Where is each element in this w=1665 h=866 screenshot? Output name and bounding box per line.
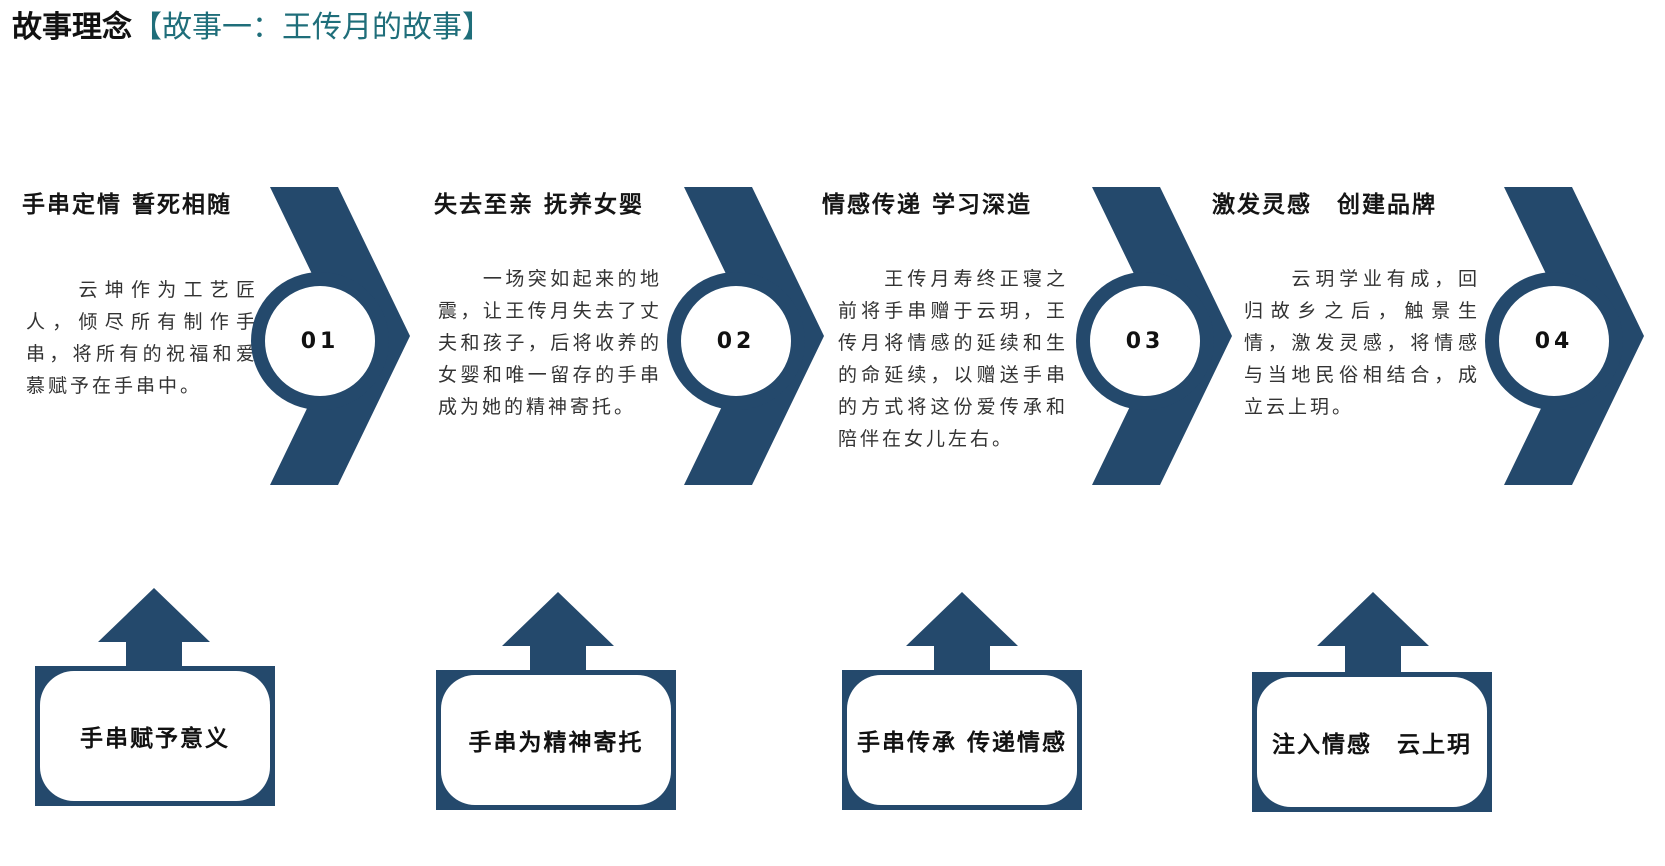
step-4-box: 注入情感 云上玥 — [1252, 672, 1492, 812]
step-2-number: 02 — [667, 272, 805, 410]
page-subtitle: 【故事一：王传月的故事】 — [132, 10, 492, 45]
step-3-up-arrow-icon — [906, 592, 1018, 682]
step-1-title: 手串定情 誓死相随 — [22, 192, 233, 218]
step-3-body: 王传月寿终正寝之前将手串赠于云玥，王传月将情感的延续和生的命延续，以赠送手串的方… — [838, 268, 1068, 450]
step-4-number: 04 — [1485, 272, 1623, 410]
step-4-up-arrow-icon — [1317, 592, 1429, 682]
step-2-box-label: 手串为精神寄托 — [441, 675, 671, 805]
step-1-box: 手串赋予意义 — [35, 666, 275, 806]
step-2-box: 手串为精神寄托 — [436, 670, 676, 810]
step-1-box-label: 手串赋予意义 — [40, 671, 270, 801]
step-2-body: 一场突如起来的地震，让王传月失去了丈夫和孩子，后将收养的女婴和唯一留存的手串成为… — [438, 268, 662, 418]
step-4-box-label: 注入情感 云上玥 — [1257, 677, 1487, 807]
step-2-up-arrow-icon — [502, 592, 614, 682]
step-4-title: 激发灵感 创建品牌 — [1212, 192, 1437, 218]
step-3-number: 03 — [1076, 272, 1214, 410]
step-3-box-label: 手串传承 传递情感 — [847, 675, 1077, 805]
step-4-body: 云玥学业有成，回归故乡之后，触景生情，激发灵感，将情感与当地民俗相结合，成立云上… — [1244, 268, 1480, 418]
step-1-body: 云坤作为工艺匠人，倾尽所有制作手串，将所有的祝福和爱慕赋予在手串中。 — [26, 279, 258, 397]
step-1-number: 01 — [251, 272, 389, 410]
step-3-box: 手串传承 传递情感 — [842, 670, 1082, 810]
page-header: 故事理念【故事一：王传月的故事】 — [12, 8, 492, 48]
step-1-up-arrow-icon — [98, 588, 210, 678]
step-3-title: 情感传递 学习深造 — [822, 192, 1033, 218]
step-2-title: 失去至亲 抚养女婴 — [434, 192, 645, 218]
page-title: 故事理念 — [12, 10, 132, 45]
